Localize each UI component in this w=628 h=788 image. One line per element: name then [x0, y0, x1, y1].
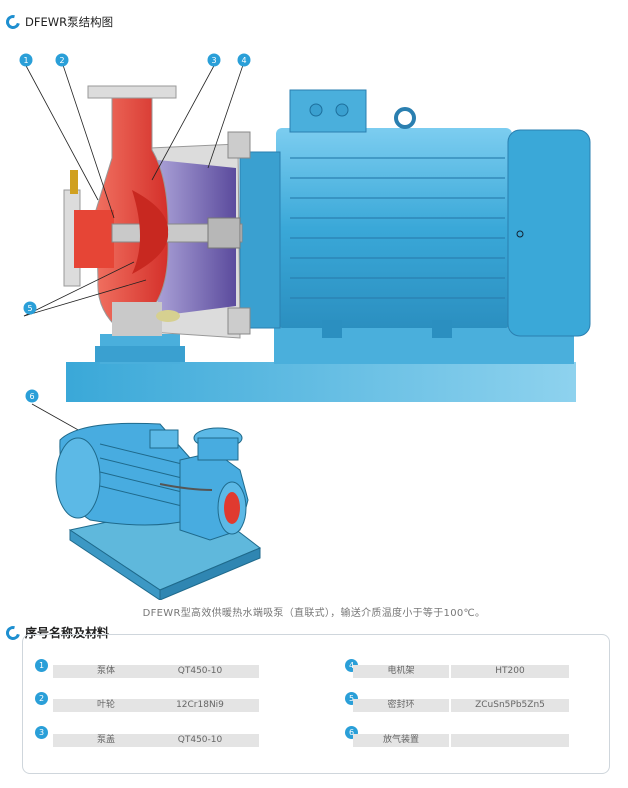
part-name: 泵盖 [53, 734, 159, 747]
callout-2-label: 2 [59, 56, 64, 65]
motor-fan-cover [507, 129, 591, 337]
suction-pipe [74, 210, 114, 268]
callout-3-label: 3 [211, 56, 216, 65]
row-number: 2 [35, 692, 48, 705]
pump-iso-view: 6 [25, 389, 261, 600]
c-ring-icon [3, 12, 23, 32]
callout-1: 1 [19, 53, 33, 67]
terminal-box [289, 89, 367, 133]
pump-casing [95, 87, 169, 331]
part-name: 叶轮 [53, 699, 159, 712]
callout-6: 6 [25, 389, 39, 403]
part-name: 泵体 [53, 665, 159, 678]
part-material: HT200 [451, 665, 569, 678]
callout-4-label: 4 [241, 56, 246, 65]
section-heading-structure: DFEWR泵结构图 [3, 12, 114, 32]
callout-6-label: 6 [29, 392, 34, 401]
materials-title: 序号名称及材料 [25, 626, 110, 640]
part-name: 密封环 [353, 699, 449, 712]
page-title: DFEWR泵结构图 [25, 15, 114, 29]
callout-4: 4 [237, 53, 251, 67]
callout-5-label: 5 [27, 304, 32, 313]
part-material [451, 734, 569, 747]
callout-3: 3 [207, 53, 221, 67]
callout-1-label: 1 [23, 56, 28, 65]
c-ring-icon [3, 622, 23, 643]
impeller [132, 190, 169, 274]
part-material: QT450-10 [141, 665, 259, 678]
part-name: 电机架 [353, 665, 449, 678]
row-number: 1 [35, 659, 48, 672]
row-number: 3 [35, 726, 48, 739]
callout-5: 5 [23, 301, 37, 315]
part-material: ZCuSn5Pb5Zn5 [451, 699, 569, 712]
base-plate [66, 362, 576, 402]
part-material: QT450-10 [141, 734, 259, 747]
figure-caption: DFEWR型高效供暖热水端吸泵（直联式），输送介质温度小于等于100℃。 [142, 608, 486, 619]
section-heading-materials: 序号名称及材料 [3, 622, 110, 643]
pump-section-diagram: 1 2 3 4 5 [19, 53, 591, 402]
callout-2: 2 [55, 53, 69, 67]
materials-table: 1 泵体 QT450-10 2 叶轮 12Cr18Ni9 3 泵盖 QT450-… [22, 634, 610, 774]
lifting-eye [394, 107, 416, 129]
part-name: 放气装置 [353, 734, 449, 747]
part-material: 12Cr18Ni9 [141, 699, 259, 712]
